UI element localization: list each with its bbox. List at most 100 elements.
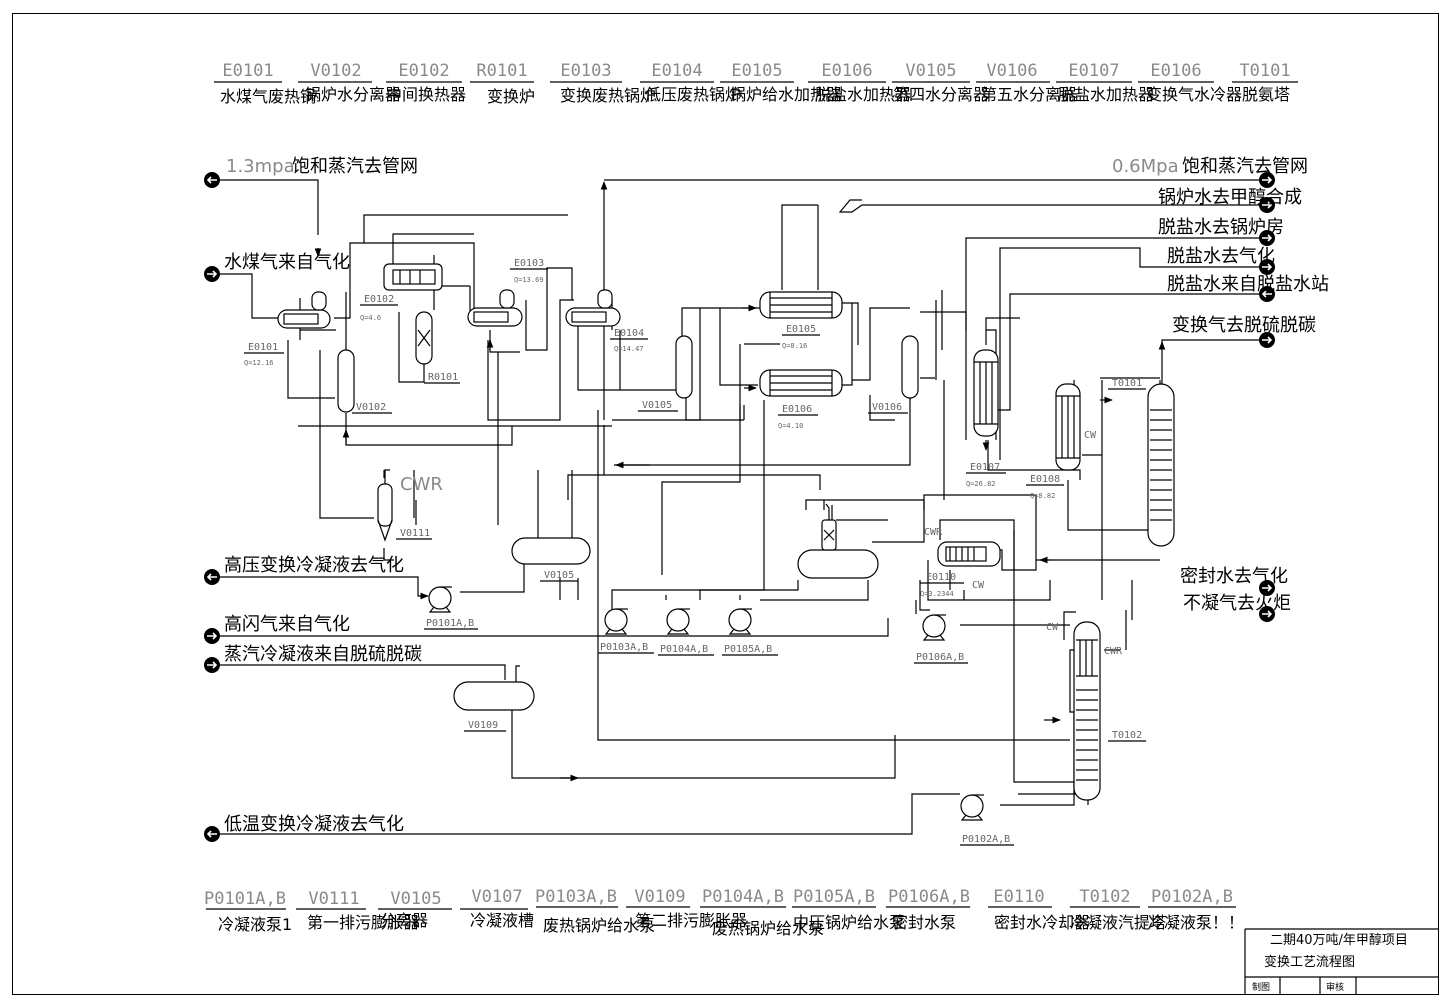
- equipment-tag: V0111: [400, 528, 430, 539]
- cooling-water-label: CW: [1084, 430, 1097, 441]
- terminal-out-seal-water: [1259, 580, 1275, 596]
- equipment-tag: T0102: [1112, 730, 1142, 741]
- reactor-r0101: [415, 311, 433, 365]
- legend-name: 废热锅炉给水泵: [712, 919, 824, 938]
- vessel-v0105: [675, 335, 693, 399]
- legend-name: 锅炉水分离器: [305, 85, 401, 104]
- equipment-tag: E0103: [514, 258, 544, 269]
- legend-name: 废热锅炉给水泵: [543, 916, 655, 935]
- equipment-tag: E0101: [248, 342, 278, 353]
- legend-name: 锅炉给水加热器: [730, 85, 842, 104]
- duty-label: Q=8.16: [782, 342, 807, 350]
- pump-p0103: [604, 608, 628, 635]
- stream-label: 高闪气来自气化: [224, 614, 350, 635]
- exchanger-e0105: [759, 291, 843, 319]
- cooling-water-label: CW: [1046, 622, 1059, 633]
- legend-name: 脱氨塔: [1242, 85, 1290, 104]
- legend-tag: V0107: [471, 887, 522, 907]
- legend-tag: E0103: [560, 61, 611, 81]
- legend-name: 脱盐水加热器: [1058, 85, 1154, 104]
- legend-tag: P0101A,B: [204, 889, 286, 909]
- stream-prefix: 0.6Mpa: [1112, 156, 1179, 177]
- stream-label: 蒸汽冷凝液来自脱硫脱碳: [224, 644, 422, 665]
- legend-name: 密封水冷却器: [994, 913, 1090, 932]
- legend-tag: P0104A,B: [702, 887, 784, 907]
- pump-p0101: [428, 586, 452, 613]
- stream-labels: 1.3mpa 饱和蒸汽去管网 水煤气来自气化 高压变换冷凝液去气化 高闪气来自气…: [224, 156, 1329, 835]
- legend-name: 冷凝液槽: [470, 911, 534, 930]
- legend-tag: T0102: [1079, 887, 1130, 907]
- exchanger-e0110: [937, 541, 1001, 567]
- equipment-tag: E0102: [364, 294, 394, 305]
- pump-p0102: [960, 794, 984, 821]
- legend-tag: V0106: [986, 61, 1037, 81]
- legend-tag: R0101: [476, 61, 527, 81]
- cooling-water-label: CW: [972, 580, 985, 591]
- checked-by-label: 审核: [1326, 981, 1344, 993]
- legend-name: 水煤气废热锅: [220, 87, 316, 106]
- equipment-tag: T0101: [1112, 378, 1142, 389]
- duty-label: Q=12.16: [244, 359, 274, 367]
- legend-tag: V0102: [310, 61, 361, 81]
- column-t0101: [1147, 383, 1175, 547]
- equipment-tag: P0103A,B: [600, 642, 648, 653]
- equipment-tag: E0104: [614, 328, 644, 339]
- exchanger-e0108: [1055, 383, 1081, 471]
- duty-label: Q=14.47: [614, 345, 644, 353]
- equipment-tag: V0109: [468, 720, 498, 731]
- legend-tag: E0107: [1068, 61, 1119, 81]
- stream-label: 变换气去脱硫脱碳: [1172, 315, 1316, 336]
- equipment: [277, 263, 1175, 821]
- terminal-out-steam-0-6: [1259, 172, 1275, 188]
- equipment-tag: E0107: [970, 462, 1000, 473]
- legend-name: 中压锅炉给水泵: [793, 913, 905, 932]
- duty-label: Q=3.2344: [920, 590, 954, 598]
- legend-name: 分离器: [380, 911, 428, 930]
- legend-name: 变换废热锅炉: [560, 86, 656, 105]
- terminal-in-steam-cond: [204, 657, 220, 673]
- equipment-tag: P0102A,B: [962, 834, 1010, 845]
- exchanger-e0102: [383, 263, 443, 291]
- pump-p0105: [728, 608, 752, 635]
- expander-v0109: [453, 681, 535, 711]
- separator-v0105: [511, 537, 591, 565]
- equipment-tag: E0108: [1030, 474, 1060, 485]
- cooling-water-label: CWR: [924, 527, 943, 538]
- legend-tag: V0109: [634, 887, 685, 907]
- terminal-out-lt-cond: [204, 826, 220, 842]
- top-legend: E0101 V0102 E0102 R0101 E0103 E0104 E010…: [214, 61, 1298, 106]
- duty-label: Q=4.10: [778, 422, 803, 430]
- legend-name: 第二排污膨胀器: [635, 911, 747, 930]
- legend-name: 变换气水冷器: [1146, 85, 1242, 104]
- legend-name: 脱盐水加热器: [815, 85, 911, 104]
- tank-v0107: [797, 503, 879, 579]
- legend-tag: E0106: [1150, 61, 1201, 81]
- legend-name: 密封水泵: [892, 913, 956, 932]
- terminal-out-shift-gas: [1259, 332, 1275, 348]
- legend-tag: E0102: [398, 61, 449, 81]
- legend-tag: V0111: [308, 889, 359, 909]
- equipment-tag: V0102: [356, 402, 386, 413]
- legend-tag: E0104: [651, 61, 702, 81]
- drawing-frame: [12, 13, 1439, 995]
- legend-name: 低压废热锅炉: [645, 85, 741, 104]
- legend-tag: E0105: [731, 61, 782, 81]
- terminal-in-demin: [1259, 286, 1275, 302]
- equipment-tag: V0105: [642, 400, 672, 411]
- legend-name: 第一排污膨胀器: [307, 913, 419, 932]
- stream-label: 低温变换冷凝液去气化: [224, 814, 404, 835]
- project-title: 二期40万吨/年甲醇项目: [1270, 932, 1408, 948]
- stream-prefix: 1.3mpa: [226, 156, 295, 177]
- equipment-tag: R0101: [428, 372, 458, 383]
- equipment-tag: P0104A,B: [660, 644, 708, 655]
- exchanger-e0101: [277, 291, 331, 329]
- title-block: 二期40万吨/年甲醇项目 变换工艺流程图 制图 审核: [1244, 928, 1439, 995]
- stream-label: 脱盐水来自脱盐水站: [1167, 274, 1329, 295]
- terminal-out-hp-cond: [204, 569, 220, 585]
- terminal-out-demin-gasify: [1259, 259, 1275, 275]
- exchanger-e0104: [565, 289, 621, 327]
- stream-label: 饱和蒸汽去管网: [292, 156, 418, 177]
- legend-tag: T0101: [1239, 61, 1290, 81]
- terminal-out-demin-boiler: [1259, 230, 1275, 246]
- equipment-labels: E0101 Q=12.16 E0102 Q=4.6 R0101 E0103 Q=…: [244, 258, 1146, 846]
